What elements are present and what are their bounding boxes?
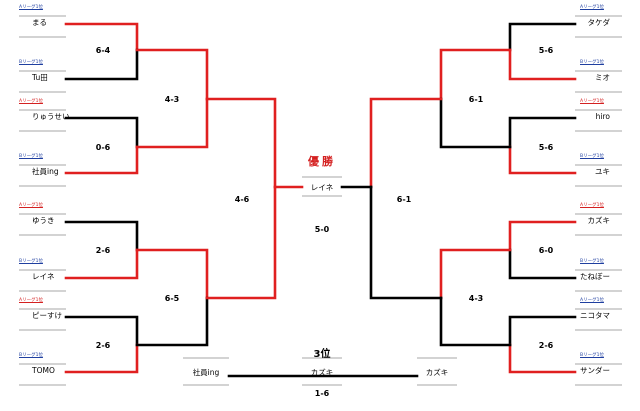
league-tag: Aリーグ1位 (580, 99, 604, 104)
match-score: 4-3 (468, 294, 484, 303)
league-tag: Bリーグ1位 (19, 353, 43, 358)
match-score: 6-5 (164, 294, 180, 303)
bracket-line (369, 97, 443, 189)
player-name: hiro (595, 112, 610, 121)
match-score: 2-6 (95, 341, 111, 350)
match-score: 6-4 (95, 46, 111, 55)
player-name: たねぼー (580, 272, 610, 281)
bracket-line (64, 48, 139, 81)
bracket-line (64, 116, 139, 149)
player-name: カズキ (587, 216, 611, 225)
league-tag: Bリーグ1位 (580, 154, 604, 159)
bracket-line (205, 97, 277, 189)
player-name: レイネ (32, 272, 55, 281)
league-tag: Aリーグ1位 (580, 298, 604, 303)
third-place-heading: 3位 (313, 349, 331, 360)
bracket-line (508, 116, 577, 149)
bracket-line (508, 145, 577, 175)
player-name: 社員ing (32, 167, 59, 176)
league-tag: Bリーグ1位 (19, 154, 43, 159)
bracket-line (439, 296, 512, 347)
player-name: ピーすけ (32, 311, 62, 320)
player-name: ニコタマ (580, 311, 610, 320)
bracket-line (508, 343, 577, 374)
match-score: 4-3 (164, 95, 180, 104)
league-tag: Bリーグ1位 (19, 60, 43, 65)
league-tag: Bリーグ1位 (580, 60, 604, 65)
third-place-left-player: 社員ing (192, 368, 220, 377)
third-place-center-player: カズキ (310, 368, 334, 377)
league-tag: Aリーグ1位 (19, 203, 43, 208)
bracket-line (135, 296, 209, 347)
bracket-line (508, 220, 577, 252)
league-tag: Aリーグ1位 (580, 203, 604, 208)
bracket-line (64, 22, 139, 52)
player-name: TOMO (32, 366, 55, 375)
bracket-line (439, 97, 512, 149)
player-name: りゅうせい (32, 112, 70, 121)
semifinal-score: 6-1 (396, 195, 412, 204)
bracket-line (64, 343, 139, 374)
match-score: 0-6 (95, 143, 111, 152)
bracket-line (439, 248, 512, 300)
bracket-line (508, 248, 577, 280)
bracket-line (135, 48, 209, 101)
bracket-line (64, 248, 139, 280)
league-tag: Aリーグ1位 (19, 298, 43, 303)
league-tag: Bリーグ1位 (580, 353, 604, 358)
bracket-line (439, 48, 512, 101)
player-name: まる (32, 18, 47, 27)
final-score: 5-0 (314, 225, 330, 234)
player-name: ユキ (595, 167, 610, 176)
match-score: 5-6 (538, 143, 554, 152)
bracket-line (135, 97, 209, 149)
league-tag: Bリーグ1位 (580, 259, 604, 264)
player-name: タケダ (587, 18, 611, 27)
match-score: 6-0 (538, 246, 554, 255)
bracket-line (508, 48, 577, 81)
league-tag: Aリーグ1位 (19, 5, 43, 10)
third-place-right-player: カズキ (425, 368, 449, 377)
bracket-line (64, 315, 139, 347)
match-score: 2-6 (95, 246, 111, 255)
bracket-line (508, 22, 577, 52)
match-score: 5-6 (538, 46, 554, 55)
final-title: 優勝 (308, 155, 336, 168)
player-name: ゆうき (32, 216, 55, 225)
third-place-score: 1-6 (314, 389, 330, 398)
league-tag: Aリーグ1位 (19, 99, 43, 104)
player-name: ミオ (595, 73, 610, 82)
player-name: Tu田 (32, 73, 48, 82)
semifinal-score: 4-6 (234, 195, 250, 204)
league-tag: Aリーグ1位 (580, 5, 604, 10)
match-score: 6-1 (468, 95, 484, 104)
champion-name: レイネ (310, 183, 334, 192)
player-name: サンダー (580, 366, 610, 375)
match-score: 2-6 (538, 341, 554, 350)
bracket-line (369, 185, 443, 300)
bracket-line (508, 315, 577, 347)
bracket-line (64, 220, 139, 252)
bracket-line (205, 185, 277, 300)
bracket-line (135, 248, 209, 300)
bracket-line (64, 145, 139, 175)
league-tag: Bリーグ1位 (19, 259, 43, 264)
